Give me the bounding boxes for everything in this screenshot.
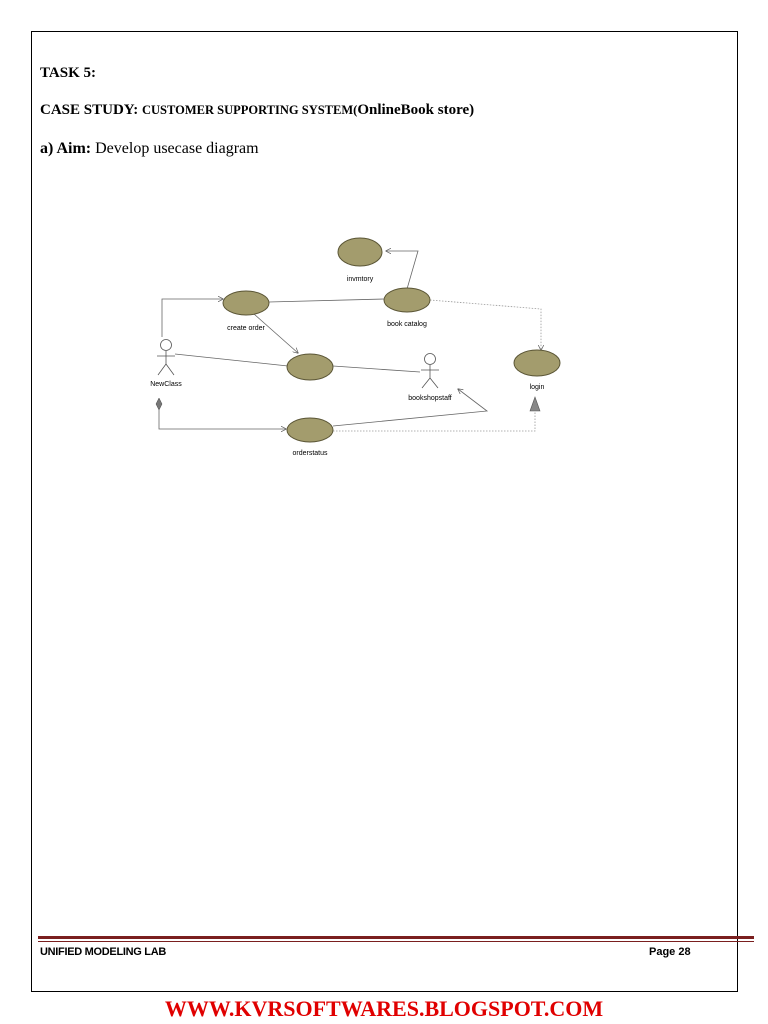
aim-text: Develop usecase diagram [95, 140, 259, 157]
case-study-title-big: OnlineBook store) [357, 102, 475, 118]
footer-lab-name: UNIFIED MODELING LAB [40, 946, 166, 958]
usecase-orderstatus [286, 417, 334, 443]
assoc-customer-orderstatus [158, 410, 286, 429]
usecase-unnamed [286, 353, 334, 381]
label-actor-customer: NewClass [150, 381, 182, 388]
composition-diamond [155, 397, 163, 411]
aim-line: a) Aim: Develop usecase diagram [40, 140, 259, 158]
footer-rule [38, 936, 754, 939]
label-orderstatus: orderstatus [292, 450, 328, 457]
dependency-orderstatus-login [333, 411, 536, 432]
label-create-order: create order [227, 325, 265, 332]
assoc-createorder-bookcatalog [268, 298, 385, 303]
assoc-usecase-staff [332, 365, 421, 373]
actor-customer [157, 339, 175, 376]
assoc-customer-usecase [174, 353, 289, 367]
case-study-label: CASE STUDY: [40, 102, 139, 118]
label-invmtory: invmtory [347, 276, 374, 283]
case-study-heading: CASE STUDY: CUSTOMER SUPPORTING SYSTEM(O… [40, 102, 474, 119]
assoc-bookcatalog-inventory [386, 251, 419, 290]
footer-page-number: Page 28 [649, 946, 691, 958]
case-study-title-small: CUSTOMER SUPPORTING SYSTEM( [141, 103, 358, 117]
generalization-arrowhead [529, 396, 541, 412]
usecase-create-order [222, 290, 270, 316]
usecase-login [513, 349, 561, 377]
assoc-createorder-usecase [253, 313, 298, 353]
page-border [31, 31, 738, 992]
label-actor-staff: bookshopstaff [408, 395, 452, 402]
assoc-customer-createorder [161, 299, 223, 337]
footer-rule-thin [38, 941, 754, 942]
website-watermark[interactable]: WWW.KVRSOFTWARES.BLOGSPOT.COM [164, 996, 604, 1021]
task-heading: TASK 5: [40, 65, 96, 81]
usecase-invmtory [337, 237, 383, 267]
label-book-catalog: book catalog [387, 321, 427, 328]
actor-staff [421, 353, 439, 389]
dependency-bookcatalog-login [429, 299, 541, 350]
aim-label: a) Aim: [40, 140, 92, 157]
label-login: login [530, 384, 545, 391]
usecase-book-catalog [383, 287, 431, 313]
assoc-orderstatus-staff [332, 389, 489, 427]
